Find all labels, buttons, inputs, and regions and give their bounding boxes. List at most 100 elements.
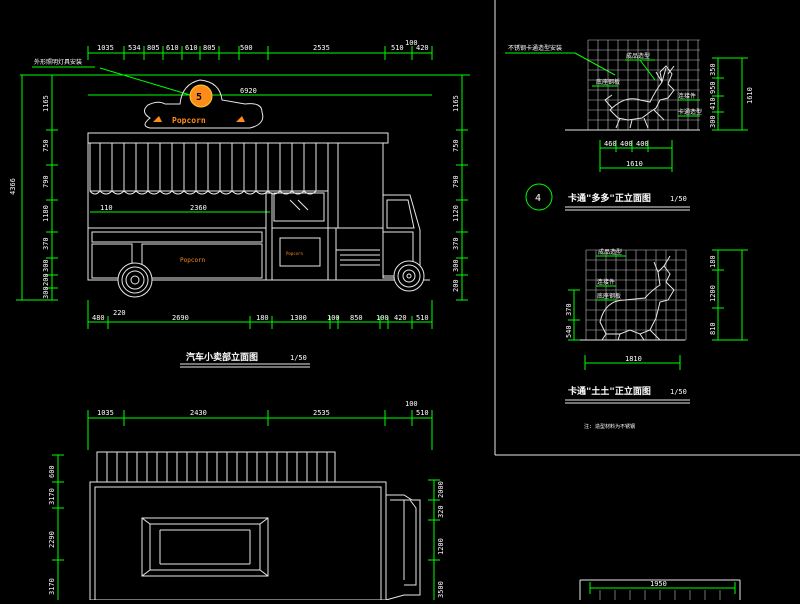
plan-awning: [96, 451, 336, 483]
elevation-bottom-dimensions: 480 2690 180 1300 100 850 100 420 510: [87, 300, 433, 329]
plan-top-dim-5: 510: [416, 409, 429, 417]
plan-right-dim-3: 1200: [437, 538, 445, 555]
bottom-right-top-dim: 1950: [650, 580, 667, 588]
plan-top-dim-2: 2430: [190, 409, 207, 417]
elev-right-dim-6: 300: [452, 259, 460, 272]
detail-marker-circle: [525, 183, 553, 211]
elev-bottom-dim-4: 1300: [290, 314, 307, 322]
sculpture2-right-dim-3: 810: [709, 322, 717, 335]
sculpture2-right-dim-1: 180: [709, 255, 717, 268]
elev-left-overall: 4366: [9, 178, 17, 195]
detail-marker-number: 4: [535, 193, 541, 204]
sculpture1-title: 卡通"多多"正立面图: [568, 192, 651, 204]
sculpture1-bottom-dim-3: 400: [636, 140, 649, 148]
sculpture1-bottom-dim-1: 460: [604, 140, 617, 148]
elev-bottom-dim-2: 2690: [172, 314, 189, 322]
elev-left-dim-4: 1180: [42, 205, 50, 222]
sculpture-tutu-view: 成品造型 连接件 底座钢板 1810 370 540 180 1200 810 …: [565, 248, 748, 430]
elev-left-dim-7: 200: [42, 273, 50, 286]
elev-left-dim-1: 1165: [42, 95, 50, 112]
elev-bottom-dim-5: 100: [327, 314, 340, 322]
elev-left-dim-3: 790: [42, 175, 50, 188]
lower-panel-text: Popcorn: [180, 257, 206, 264]
elev-bottom-dim-7: 100: [376, 314, 389, 322]
sculpture2-note: 注: 造型材料为不锈钢: [584, 423, 635, 430]
sculpture1-callout-4: 卡通造型: [678, 108, 702, 116]
elev-left-dim-6: 300: [42, 259, 50, 272]
svg-text:Popcorn: Popcorn: [286, 251, 303, 256]
truck-elevation-view: 1035 534 805 610 610 805 500 2535 100 51…: [9, 39, 470, 368]
elev-top-dim-6: 805: [203, 44, 216, 52]
bottom-right-detail: 1950: [589, 580, 736, 600]
sculpture2-scale: 1/50: [670, 388, 687, 396]
elev-bottom-dim-3: 180: [256, 314, 269, 322]
sign-brand-text: Popcorn: [172, 116, 206, 125]
elev-top-dim-11: 420: [416, 44, 429, 52]
elev-top-dim-1: 1035: [97, 44, 114, 52]
elev-right-dim-4: 1120: [452, 205, 460, 222]
sculpture-duoduo-view: 不锈钢卡通造型安装 成品造型 底座钢板 连接件 卡通造型 460 400: [505, 39, 754, 211]
elevation-left-dimensions: 4366 1165 750 790 1180 370 300 200 300: [9, 75, 58, 301]
popcorn-logo-icon: [189, 84, 213, 108]
sculpture1-scale: 1/50: [670, 195, 687, 203]
elev-overall-width: 6920: [240, 87, 257, 95]
sculpture2-left-dim-1: 370: [565, 303, 573, 316]
elev-top-dim-7: 500: [240, 44, 253, 52]
counter-dim: 2360: [190, 204, 207, 212]
sculpture1-callout-3: 连接件: [678, 92, 696, 100]
elev-top-dim-3: 805: [147, 44, 160, 52]
elev-left-dim-5: 370: [42, 237, 50, 250]
plan-left-dim-1: 600: [48, 465, 56, 478]
counter-dim-left: 110: [100, 204, 113, 212]
plan-right-dim-1: 2000: [437, 481, 445, 498]
sculpture2-figure: [599, 255, 675, 341]
sculpture1-right-overall: 1610: [746, 87, 754, 104]
sculpture1-right-dim-4: 300: [709, 115, 717, 128]
awning: [89, 142, 329, 195]
elev-top-dim-2: 534: [128, 44, 141, 52]
sculpture1-callout-1: 成品造型: [626, 52, 650, 60]
truck-plan-view: 1035 2430 2535 100 510 600 3170 2290 317…: [48, 400, 445, 601]
elev-top-dim-10: 510: [391, 44, 404, 52]
truck-body: 5 Popcorn: [87, 79, 430, 281]
sculpture1-bottom-overall: 1610: [626, 160, 643, 168]
sculpture2-callout-2: 连接件: [597, 278, 615, 286]
plan-right-dim-4: 3500: [437, 581, 445, 598]
plan-top-dim-1: 1035: [97, 409, 114, 417]
plan-left-dim-3: 2290: [48, 531, 56, 548]
plan-top-dimensions: 1035 2430 2535 100 510: [87, 400, 433, 450]
elev-bottom-dim-6: 850: [350, 314, 363, 322]
elev-top-dim-5: 610: [185, 44, 198, 52]
elev-top-dim-9: 100: [405, 39, 418, 47]
elev-bottom-dim-1: 480: [92, 314, 105, 322]
elev-right-dim-7: 200: [452, 279, 460, 292]
sculpture2-right-dim-2: 1200: [709, 285, 717, 302]
sculpture1-bottom-dim-2: 400: [620, 140, 633, 148]
elevation-scale: 1/50: [290, 354, 307, 362]
sculpture1-right-dim-3: 410: [709, 97, 717, 110]
elev-note-label: 外形照明灯具安装: [34, 58, 82, 66]
svg-text:5: 5: [196, 92, 202, 103]
elevation-right-dimensions: 1165 750 790 1120 370 300 200: [452, 75, 468, 301]
sculpture1-callout-2: 底座钢板: [596, 78, 620, 86]
plan-top-dim-3: 2535: [313, 409, 330, 417]
elev-bottom-dim-8: 420: [394, 314, 407, 322]
elev-left-dim-8: 300: [42, 286, 50, 299]
sculpture1-figure: [604, 65, 675, 129]
sculpture2-title: 卡通"土土"正立面图: [568, 385, 651, 397]
sculpture2-callout-3: 底座钢板: [597, 292, 621, 300]
elev-right-dim-1: 1165: [452, 95, 460, 112]
sculpture1-right-dim-1: 350: [709, 63, 717, 76]
elev-top-dim-8: 2535: [313, 44, 330, 52]
elev-right-dim-2: 750: [452, 139, 460, 152]
sculpture2-bottom-overall: 1810: [625, 355, 642, 363]
truck-wheels: 220: [113, 260, 425, 317]
sculpture2-left-dim-2: 540: [565, 325, 573, 338]
sculpture2-callout-1: 成品造型: [598, 248, 622, 256]
elev-left-dim-2: 750: [42, 139, 50, 152]
plan-right-dim-2: 320: [437, 505, 445, 518]
elevation-title: 汽车小卖部立面图: [186, 351, 258, 363]
elevation-top-dimensions: 1035 534 805 610 610 805 500 2535 100 51…: [87, 39, 433, 60]
